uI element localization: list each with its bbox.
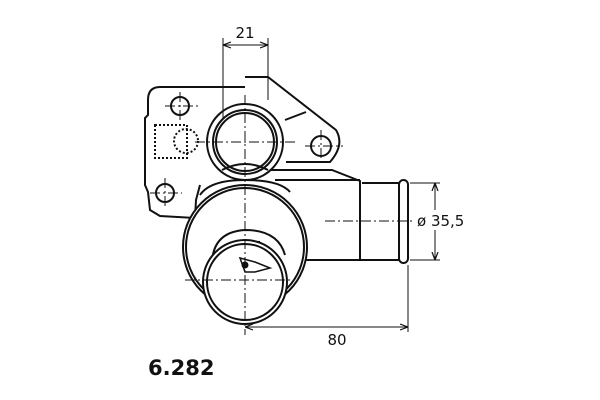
centerlines bbox=[150, 92, 412, 335]
dimension-lines bbox=[222, 38, 440, 332]
dimension-21-label: 21 bbox=[235, 24, 254, 42]
sensor-port-hidden bbox=[154, 124, 199, 159]
housing-outline bbox=[144, 76, 409, 264]
part-number: 6.282 bbox=[148, 356, 215, 380]
dimension-diameter-label: ø 35,5 bbox=[417, 212, 464, 230]
dimension-80-label: 80 bbox=[327, 331, 346, 349]
